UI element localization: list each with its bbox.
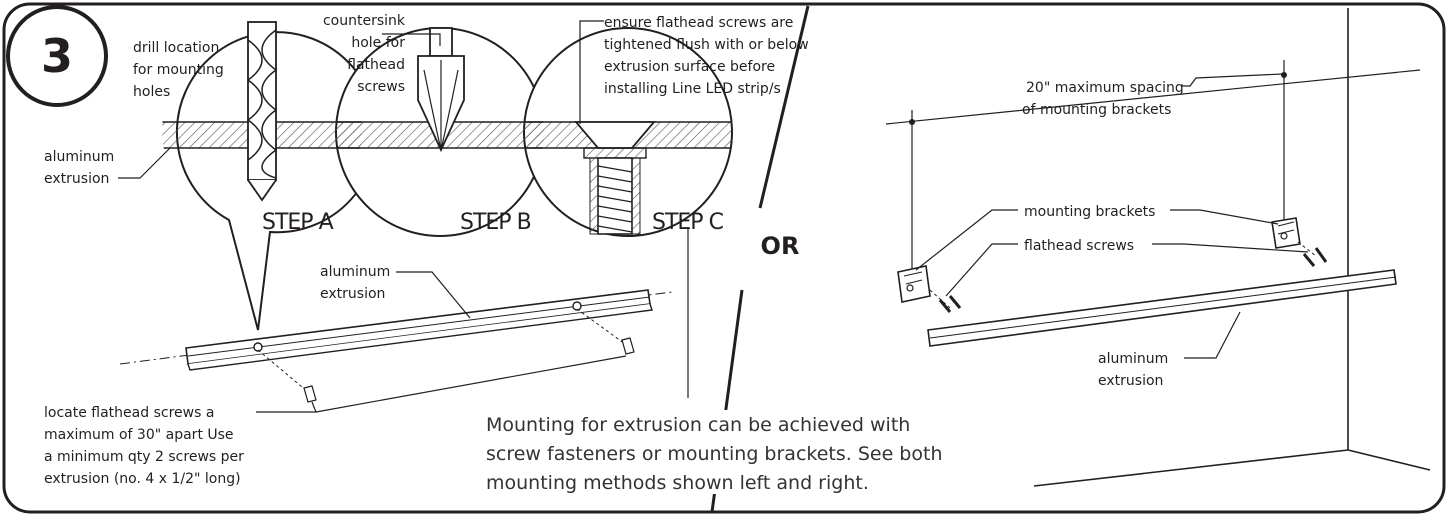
- extrusion-right: [927, 269, 1397, 347]
- bracket-left: [897, 265, 931, 303]
- outer-frame: [2, 2, 1446, 514]
- locate-label: locate flathead screws a maximum of 30" …: [44, 355, 627, 487]
- svg-text:tightened flush with or below: tightened flush with or below: [604, 37, 809, 53]
- step-a-label: STEP A: [262, 210, 334, 235]
- svg-text:Mounting for extrusion can be: Mounting for extrusion can be achieved w…: [486, 414, 910, 436]
- svg-text:flathead screws: flathead screws: [1024, 238, 1134, 254]
- aluminum-label-lower: aluminum extrusion: [320, 264, 471, 319]
- step-number-badge: 3: [6, 5, 108, 107]
- bracket-right: [1271, 217, 1301, 249]
- svg-text:extrusion (no. 4 x 1/2" long): extrusion (no. 4 x 1/2" long): [44, 471, 241, 487]
- svg-text:aluminum: aluminum: [1098, 351, 1168, 367]
- ensure-label: ensure flathead screws are tightened flu…: [579, 15, 809, 124]
- svg-text:extrusion: extrusion: [320, 286, 385, 302]
- aluminum-label-upper: aluminum extrusion: [44, 147, 171, 187]
- svg-text:drill location: drill location: [133, 40, 219, 56]
- aluminum-label-right: aluminum extrusion: [1098, 311, 1241, 389]
- svg-text:extrusion: extrusion: [1098, 373, 1163, 389]
- spacing-dimension: 20" maximum spacing of mounting brackets: [885, 60, 1421, 276]
- svg-text:flathead: flathead: [347, 57, 405, 73]
- svg-text:ensure flathead screws are: ensure flathead screws are: [604, 15, 793, 31]
- svg-text:locate flathead screws a: locate flathead screws a: [44, 405, 214, 421]
- svg-text:screw fasteners or mounting br: screw fasteners or mounting brackets. Se…: [486, 443, 942, 465]
- svg-text:hole for: hole for: [351, 35, 405, 51]
- extrusion-left: [119, 289, 673, 371]
- svg-text:aluminum: aluminum: [44, 149, 114, 165]
- svg-text:a minimum qty 2 screws per: a minimum qty 2 screws per: [44, 449, 244, 465]
- svg-text:extrusion: extrusion: [44, 171, 109, 187]
- center-note: Mounting for extrusion can be achieved w…: [470, 410, 970, 494]
- step-b-label: STEP B: [460, 210, 531, 235]
- svg-text:aluminum: aluminum: [320, 264, 390, 280]
- brackets-callout: mounting brackets: [915, 204, 1279, 271]
- svg-text:extrusion surface before: extrusion surface before: [604, 59, 775, 75]
- svg-text:20" maximum spacing: 20" maximum spacing: [1026, 80, 1184, 96]
- svg-text:maximum of 30" apart Use: maximum of 30" apart Use: [44, 427, 234, 443]
- step-a-magnifier: [175, 31, 378, 331]
- wall-outline: [1033, 8, 1431, 487]
- countersink-label: countersink hole for flathead screws: [323, 13, 441, 95]
- flathead-screw-section: [574, 121, 656, 235]
- svg-text:holes: holes: [133, 84, 170, 100]
- step-number: 3: [41, 29, 73, 83]
- svg-text:countersink: countersink: [323, 13, 406, 29]
- screws-left: [257, 308, 635, 403]
- countersink-bit: [417, 27, 465, 153]
- svg-text:installing Line LED strip/s: installing Line LED strip/s: [604, 81, 781, 97]
- drill-label: drill location for mounting holes: [133, 40, 224, 100]
- svg-text:for mounting: for mounting: [133, 62, 224, 78]
- or-label: OR: [761, 232, 800, 260]
- svg-text:screws: screws: [357, 79, 405, 95]
- screws-right: [929, 241, 1328, 313]
- svg-text:mounting brackets: mounting brackets: [1024, 204, 1155, 220]
- svg-text:mounting methods shown left an: mounting methods shown left and right.: [486, 472, 869, 494]
- svg-text:of mounting brackets: of mounting brackets: [1022, 102, 1171, 118]
- drill-bit: [246, 21, 278, 202]
- or-divider: OR: [710, 5, 810, 513]
- screws-callout: flathead screws: [945, 238, 1309, 297]
